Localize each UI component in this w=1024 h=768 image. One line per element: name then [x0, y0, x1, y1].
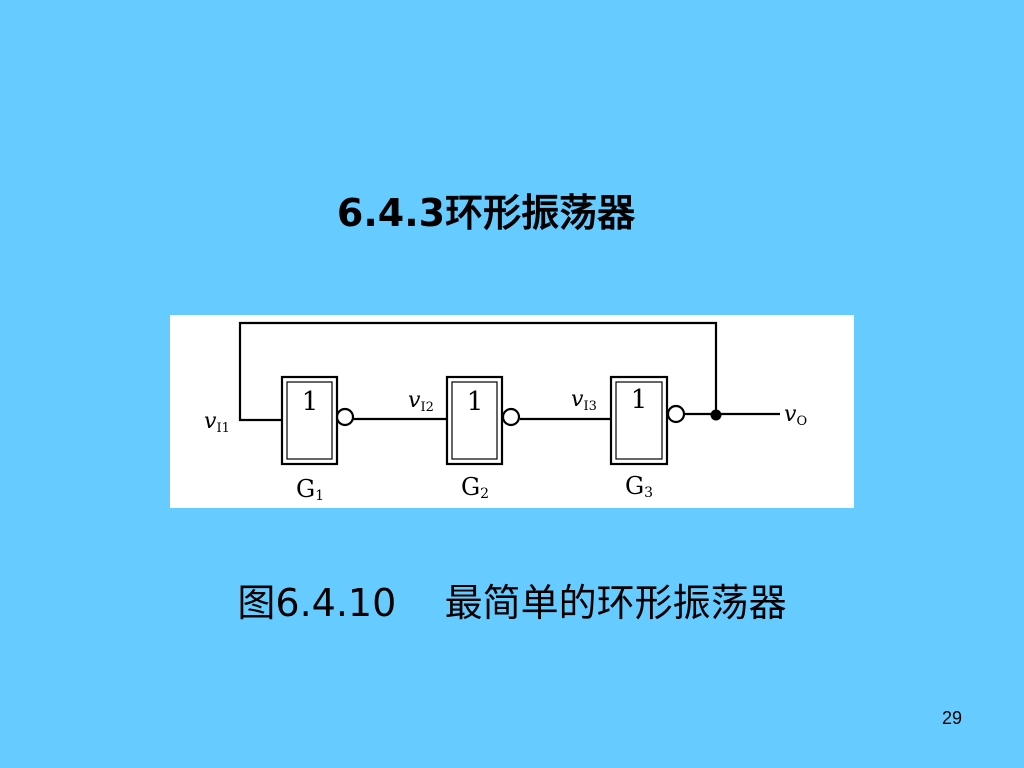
page-number: 29 — [941, 708, 962, 728]
feedback-wire — [238, 321, 718, 422]
input-label-vi3: vI3 — [571, 387, 597, 414]
inverter-bubble-g2 — [501, 407, 521, 427]
ring-oscillator-diagram: 1 1 1 G1 G2 G3 vI1 vI2 vI3 vO — [170, 315, 854, 508]
gate-g1-symbol: 1 — [302, 387, 319, 417]
output-label-vo: vO — [784, 402, 807, 429]
gate-g2-label: G2 — [461, 473, 489, 502]
inverter-bubble-g3 — [666, 404, 686, 424]
gate-g3-label: G3 — [625, 472, 653, 501]
slide-title: 6.4.3环形振荡器 — [336, 191, 636, 235]
input-label-vi2: vI2 — [408, 388, 434, 415]
junction-dot — [710, 409, 722, 421]
gate-g2-symbol: 1 — [467, 387, 484, 417]
gate-g3-body — [609, 375, 669, 466]
inverter-bubble-g1 — [335, 407, 355, 427]
figure-caption: 图6.4.10 最简单的环形振荡器 — [237, 581, 787, 625]
gate-g2-body — [445, 375, 504, 466]
circuit-svg: 1 1 1 G1 G2 G3 vI1 vI2 vI3 vO — [204, 321, 807, 504]
input-label-vi1: vI1 — [204, 409, 230, 436]
gate-g1-label: G1 — [296, 475, 324, 504]
gate-g3-symbol: 1 — [631, 385, 648, 415]
